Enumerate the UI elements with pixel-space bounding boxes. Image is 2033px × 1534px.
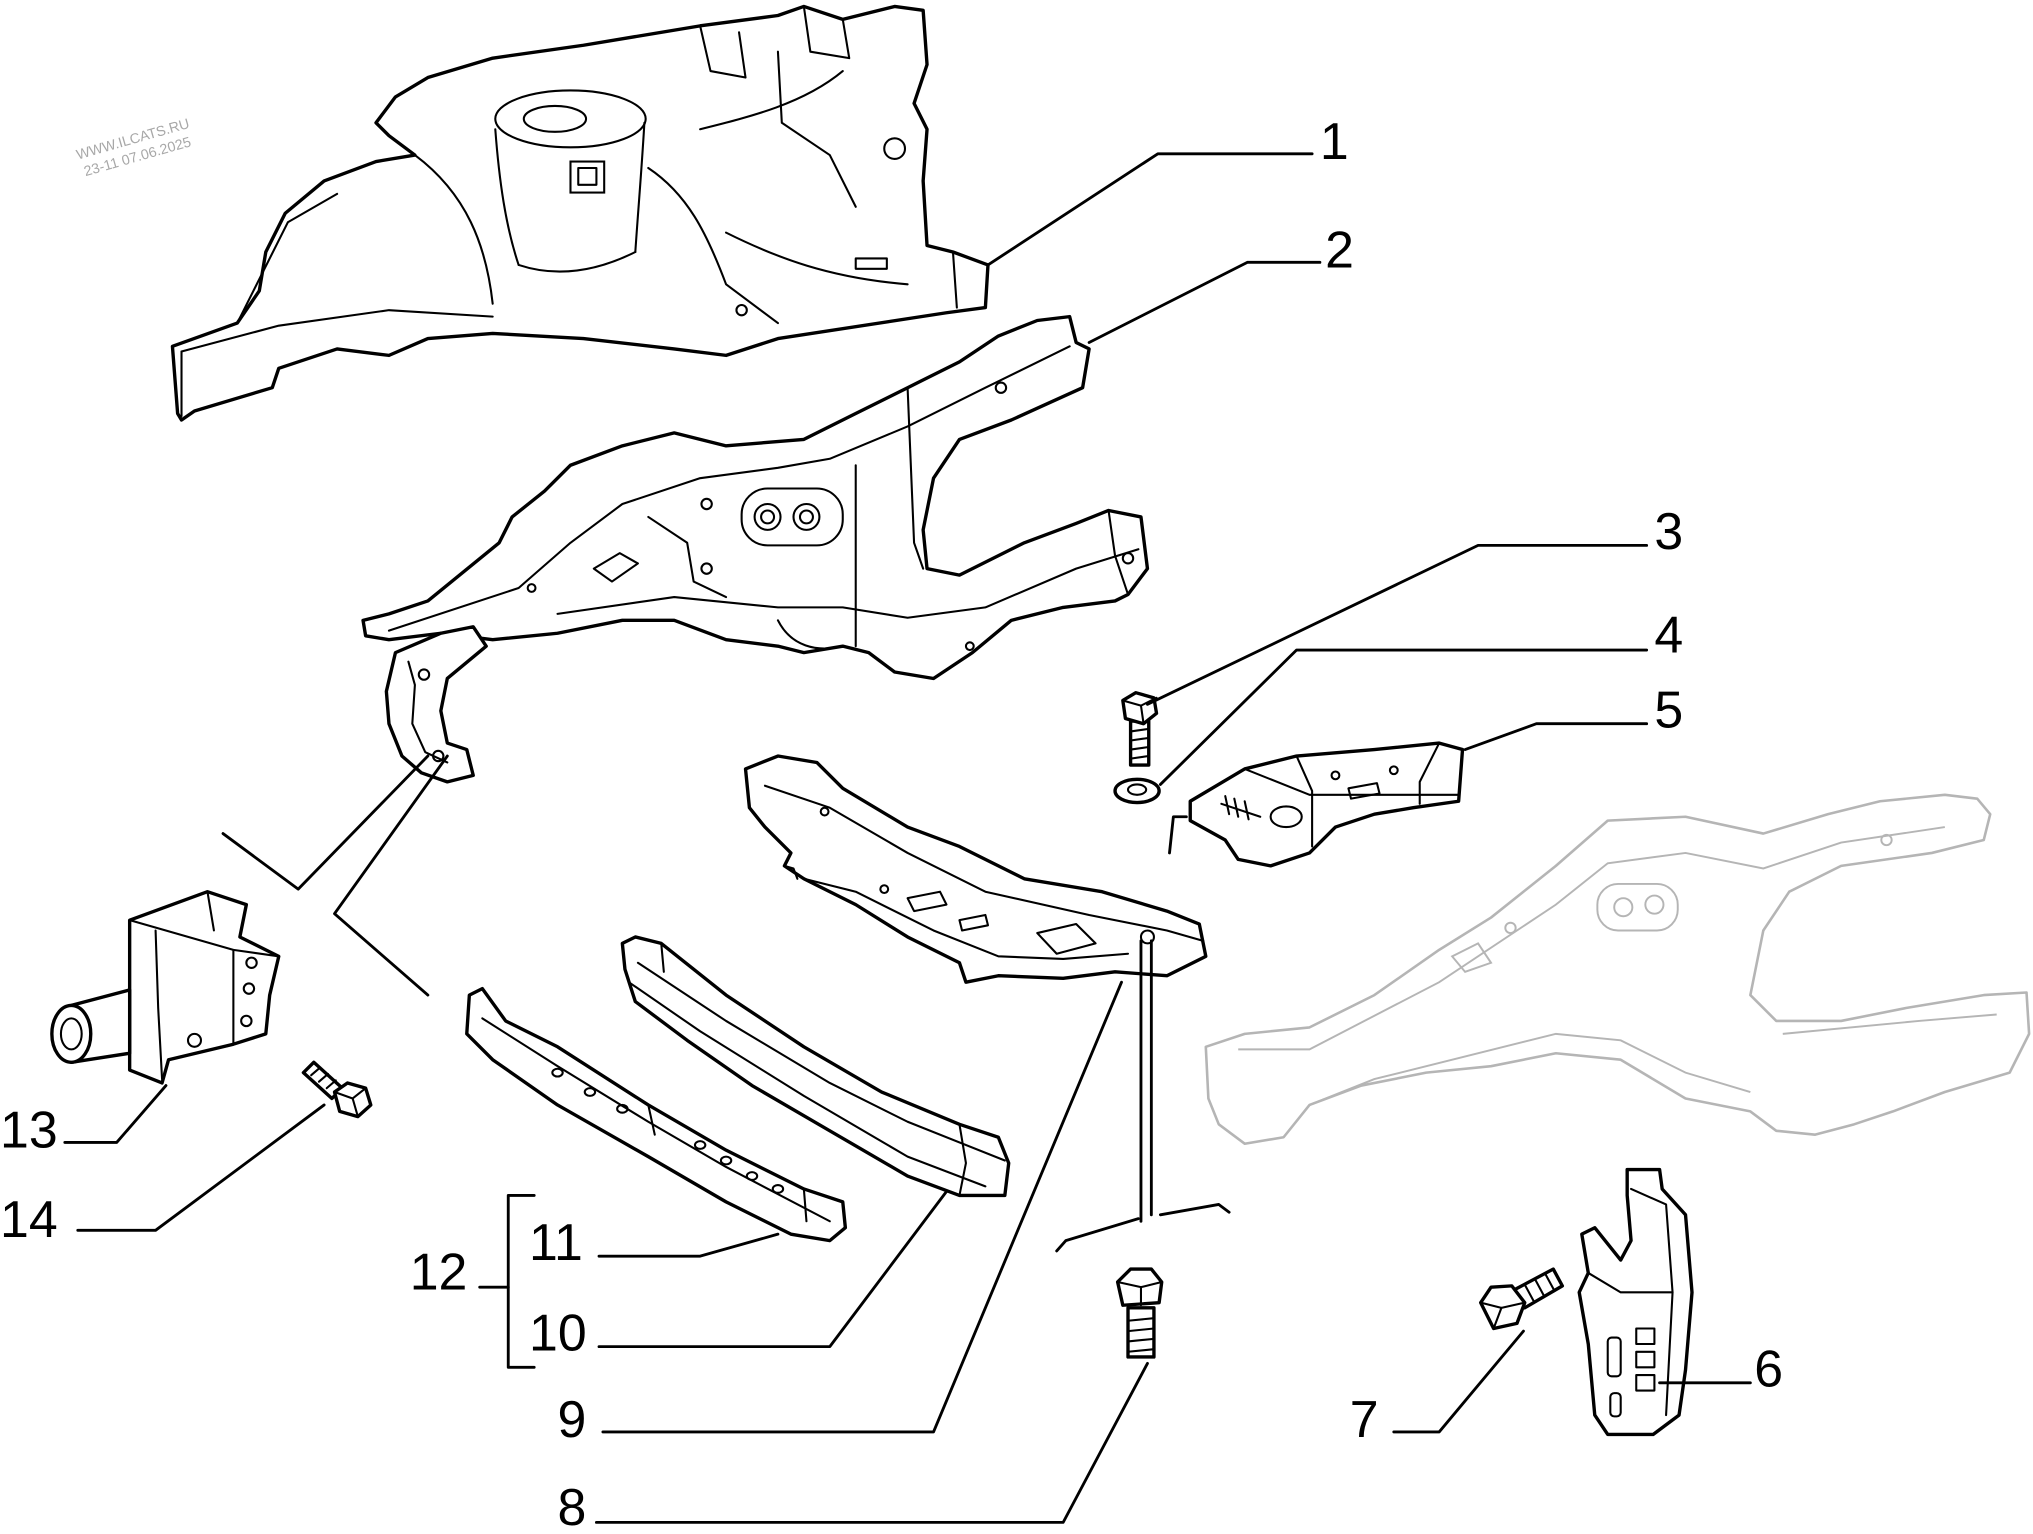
assembly-line-8-c — [1055, 1217, 1140, 1253]
part-5 — [1188, 741, 1465, 868]
leader-line-10 — [597, 1190, 948, 1349]
callout-14: 14 — [0, 1190, 58, 1248]
leader-line-2 — [1087, 260, 1322, 344]
callouts: 1 2 3 4 5 6 7 8 9 10 11 12 13 14 — [0, 112, 1783, 1534]
leader-line-9 — [601, 980, 1123, 1434]
part-3 — [1121, 691, 1159, 767]
callout-5: 5 — [1654, 681, 1683, 739]
callout-3: 3 — [1654, 502, 1683, 560]
part-13 — [50, 890, 281, 1085]
callout-12: 12 — [410, 1243, 468, 1301]
leader-line-14 — [76, 1103, 326, 1232]
part-11 — [465, 986, 848, 1243]
callout-10: 10 — [529, 1304, 587, 1362]
leader-line-5 — [1463, 722, 1649, 751]
leader-lines — [63, 152, 1752, 1524]
part-4 — [1113, 777, 1161, 805]
callout-6: 6 — [1754, 1340, 1783, 1398]
callout-4: 4 — [1654, 606, 1683, 664]
part-7 — [1478, 1267, 1565, 1331]
callout-9: 9 — [558, 1390, 587, 1448]
assembly-lines — [221, 754, 1231, 1253]
part-8 — [1115, 1267, 1164, 1359]
bracket-12 — [506, 1193, 536, 1369]
assembly-line-13-a — [221, 754, 430, 891]
leader-line-8 — [594, 1361, 1149, 1524]
callout-7: 7 — [1350, 1390, 1379, 1448]
watermark: WWW.ILCATS.RU 23-11 07.06.2025 — [75, 116, 193, 180]
callout-8: 8 — [558, 1478, 587, 1534]
assembly-line-3-4 — [1168, 815, 1188, 855]
ghost-side-member — [1204, 793, 2031, 1146]
callout-1: 1 — [1320, 112, 1349, 170]
part-6 — [1577, 1167, 1694, 1437]
callout-13: 13 — [0, 1101, 58, 1159]
part-2 — [361, 314, 1150, 784]
leader-line-13 — [63, 1084, 168, 1144]
leader-line-4 — [1158, 648, 1649, 786]
assembly-line-13-b — [333, 754, 449, 997]
leader-line-1 — [986, 152, 1314, 267]
part-10 — [620, 935, 1011, 1198]
leader-line-11 — [597, 1232, 780, 1258]
part-1 — [170, 4, 990, 422]
part-14 — [301, 1060, 373, 1119]
leader-line-3 — [1146, 543, 1649, 706]
callout-11: 11 — [529, 1213, 583, 1271]
part-9 — [743, 754, 1208, 984]
callout-2: 2 — [1325, 221, 1354, 279]
assembly-line-8-d — [1158, 1203, 1231, 1217]
leader-line-7 — [1392, 1329, 1525, 1434]
